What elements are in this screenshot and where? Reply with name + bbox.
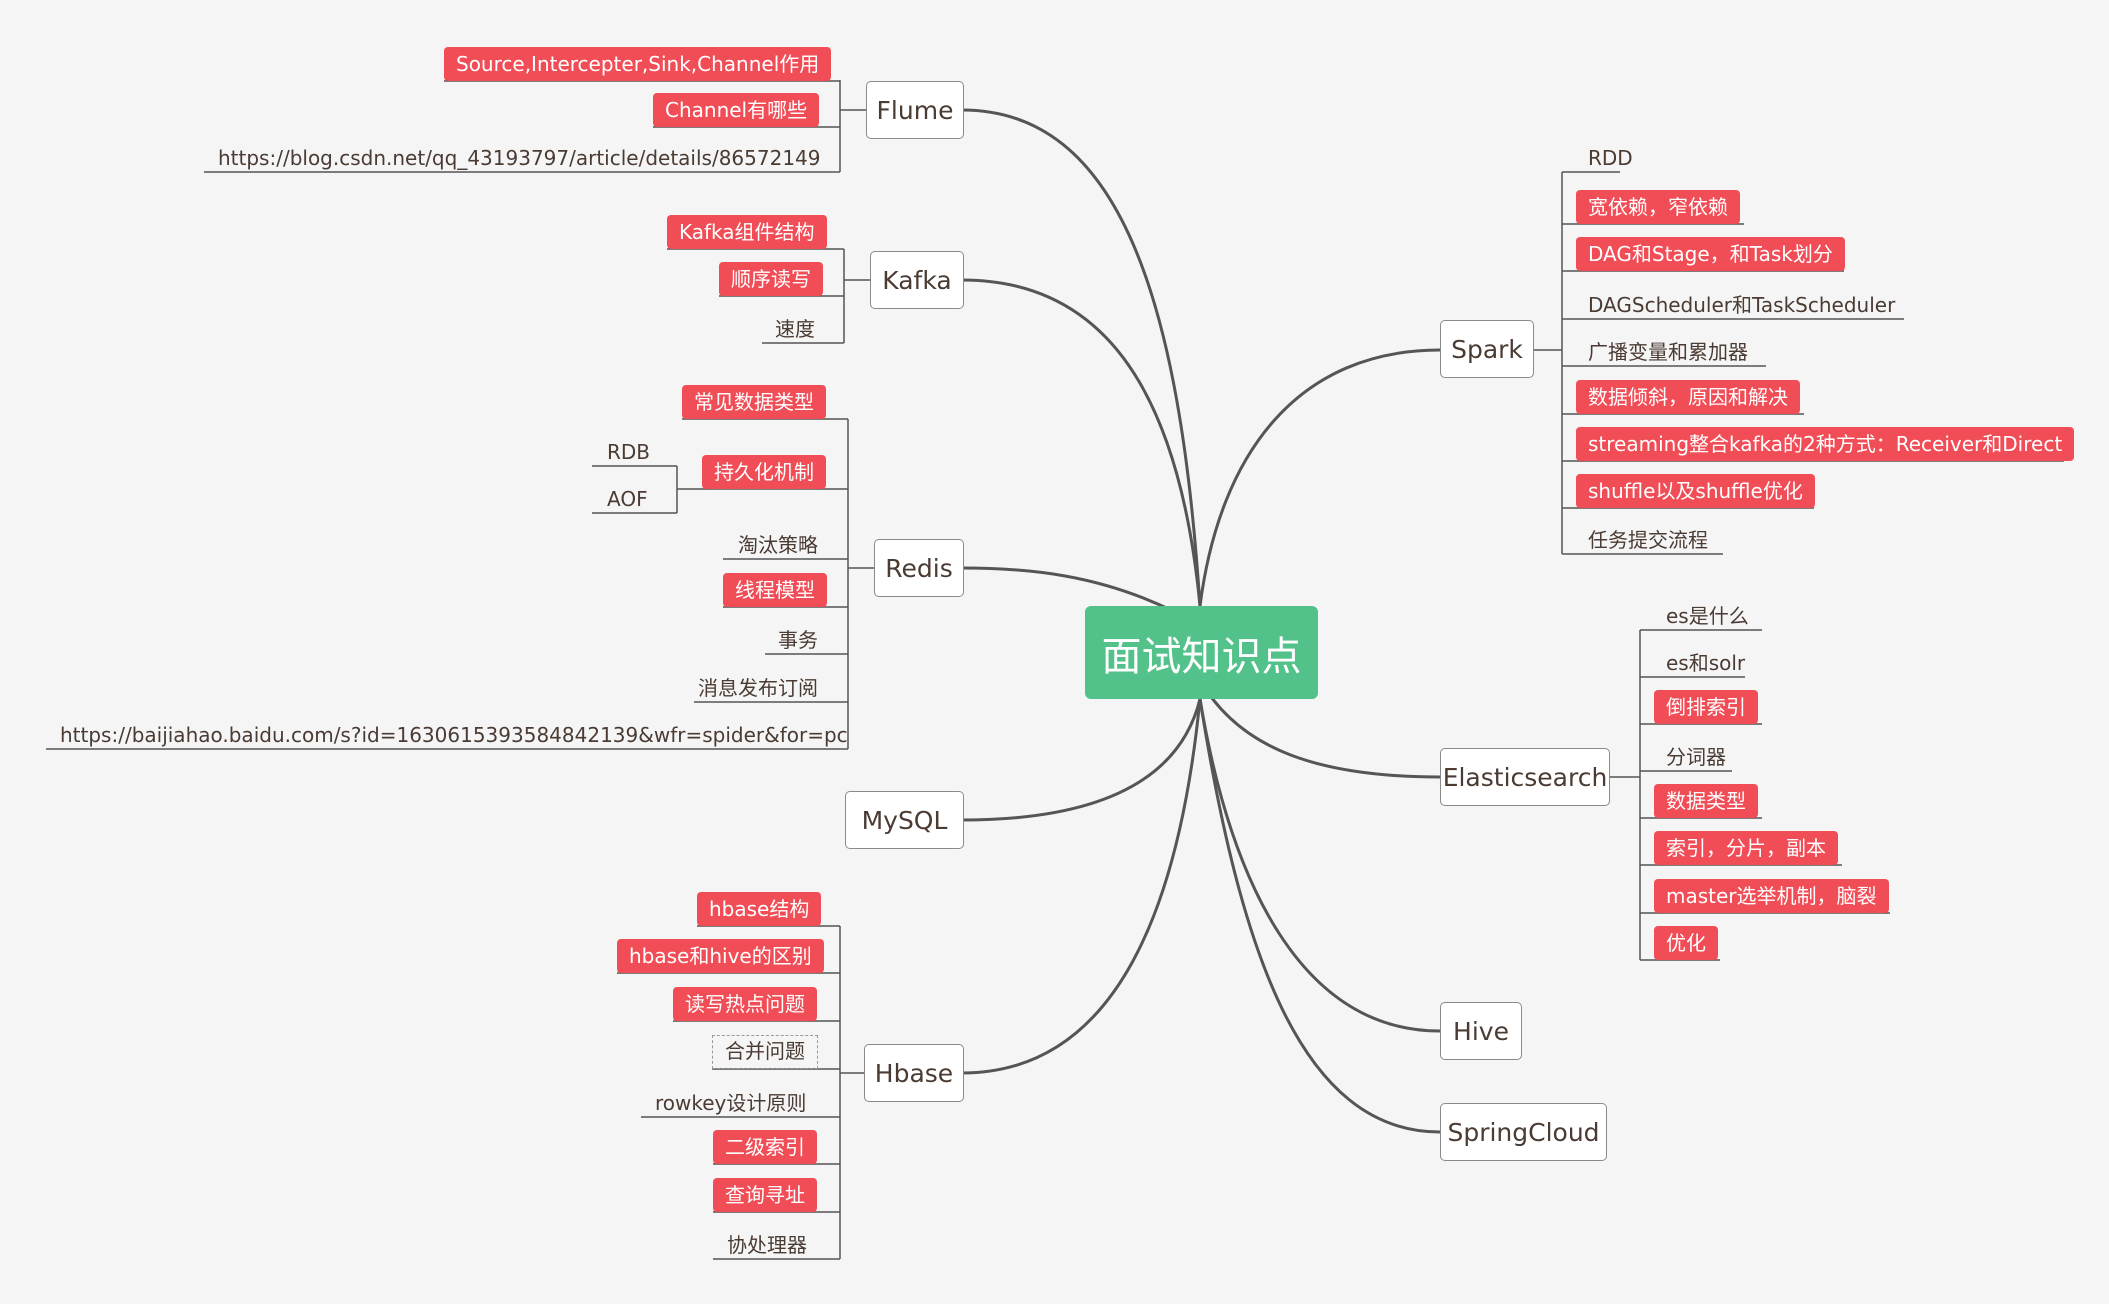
branch-mysql[interactable]: MySQL <box>845 791 964 849</box>
edge-hbase <box>961 698 1202 1075</box>
spark-leaf[interactable]: 广播变量和累加器 <box>1588 340 1748 364</box>
spark-leaf[interactable]: 宽依赖，窄依赖 <box>1576 190 1740 224</box>
redis-leaf[interactable]: https://baijiahao.baidu.com/s?id=1630615… <box>60 723 848 747</box>
branch-springcloud[interactable]: SpringCloud <box>1440 1103 1607 1161</box>
hbase-leaf[interactable]: rowkey设计原则 <box>655 1091 807 1115</box>
spark-leaf[interactable]: streaming整合kafka的2种方式：Receiver和Direct <box>1576 427 2075 461</box>
spark-leaf[interactable]: shuffle以及shuffle优化 <box>1576 474 1815 508</box>
es-leaf[interactable]: 优化 <box>1654 926 1718 960</box>
spark-leaf[interactable]: 任务提交流程 <box>1588 528 1708 552</box>
hbase-leaf[interactable]: hbase结构 <box>697 892 822 926</box>
edge-flume <box>961 108 1202 607</box>
spark-leaf[interactable]: DAGScheduler和TaskScheduler <box>1588 293 1896 317</box>
redis-leaf[interactable]: 事务 <box>778 628 818 652</box>
flume-leaf[interactable]: Source,Intercepter,Sink,Channel作用 <box>444 47 832 81</box>
kafka-leaf[interactable]: Kafka组件结构 <box>667 215 827 249</box>
branch-flume[interactable]: Flume <box>866 81 964 139</box>
redis-leaf[interactable]: 消息发布订阅 <box>698 676 818 700</box>
hbase-leaf[interactable]: 协处理器 <box>727 1233 807 1257</box>
redis-leaf[interactable]: 淘汰策略 <box>738 533 818 557</box>
branch-redis[interactable]: Redis <box>874 539 964 597</box>
hbase-leaf[interactable]: hbase和hive的区别 <box>617 939 824 973</box>
edge-springcloud <box>1198 698 1441 1134</box>
es-leaf[interactable]: 数据类型 <box>1654 784 1758 818</box>
spark-leaf[interactable]: 数据倾斜，原因和解决 <box>1576 380 1800 414</box>
redis-persist-leaf[interactable]: AOF <box>607 487 648 511</box>
es-leaf[interactable]: 索引，分片，副本 <box>1654 831 1838 865</box>
redis-persist-leaf[interactable]: RDB <box>607 440 651 464</box>
edge-spark <box>1198 348 1441 607</box>
hbase-leaf[interactable]: 查询寻址 <box>713 1178 817 1212</box>
redis-leaf[interactable]: 持久化机制 <box>702 455 826 489</box>
es-leaf[interactable]: 倒排索引 <box>1654 690 1758 724</box>
kafka-leaf[interactable]: 速度 <box>775 317 815 341</box>
edge-kafka <box>961 278 1202 607</box>
hbase-leaf[interactable]: 二级索引 <box>713 1130 817 1164</box>
es-leaf[interactable]: master选举机制，脑裂 <box>1654 879 1889 913</box>
branch-hive[interactable]: Hive <box>1440 1002 1522 1060</box>
hbase-leaf[interactable]: 读写热点问题 <box>673 987 817 1021</box>
branch-spark[interactable]: Spark <box>1440 320 1534 378</box>
edge-redis <box>961 566 1176 614</box>
redis-leaf[interactable]: 线程模型 <box>723 573 827 607</box>
es-leaf[interactable]: es是什么 <box>1666 604 1749 628</box>
spark-leaf[interactable]: DAG和Stage，和Task划分 <box>1576 237 1845 271</box>
edge-hive <box>1198 698 1441 1033</box>
edge-es <box>1198 679 1441 779</box>
hbase-leaf[interactable]: 合并问题 <box>712 1035 818 1069</box>
kafka-leaf[interactable]: 顺序读写 <box>719 262 823 296</box>
es-leaf[interactable]: es和solr <box>1666 651 1746 675</box>
branch-hbase[interactable]: Hbase <box>864 1044 964 1102</box>
flume-leaf[interactable]: Channel有哪些 <box>653 93 820 127</box>
branch-elasticsearch[interactable]: Elasticsearch <box>1440 748 1610 806</box>
flume-leaf[interactable]: https://blog.csdn.net/qq_43193797/articl… <box>218 146 821 170</box>
branch-kafka[interactable]: Kafka <box>870 251 964 309</box>
redis-leaf[interactable]: 常见数据类型 <box>682 385 826 419</box>
central-topic[interactable]: 面试知识点 <box>1085 606 1318 699</box>
spark-leaf[interactable]: RDD <box>1588 146 1633 170</box>
edge-mysql <box>961 698 1202 822</box>
es-leaf[interactable]: 分词器 <box>1666 745 1726 769</box>
